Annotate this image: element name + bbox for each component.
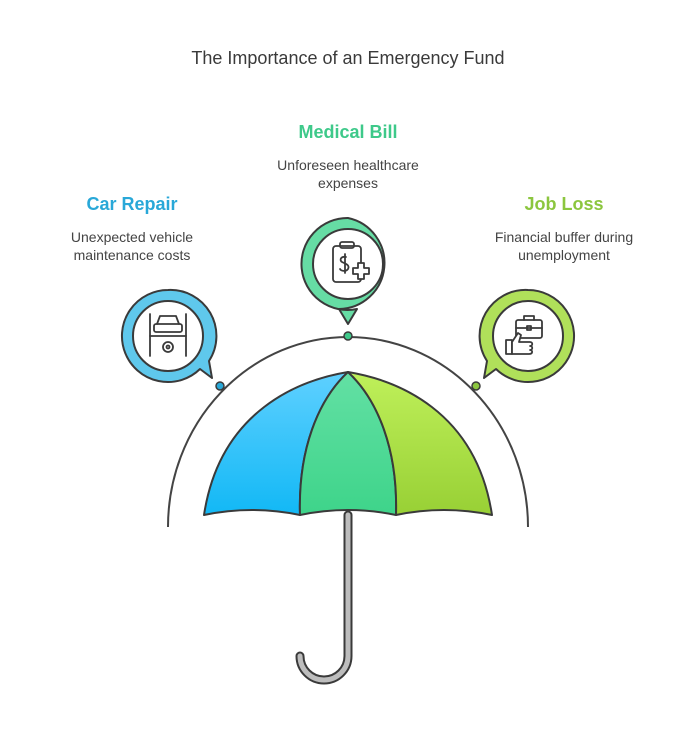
diagram-title: The Importance of an Emergency Fund [191, 48, 505, 68]
arc-dot-job [471, 381, 481, 391]
description-job-loss: Financial buffer during unemployment [494, 229, 634, 263]
clipboard-dollar-cross-icon [332, 241, 370, 283]
bubble-medical-bill [300, 216, 386, 325]
bubble-job-loss [478, 288, 576, 383]
arc-dot-medical [343, 331, 353, 341]
heading-job-loss: Job Loss [524, 194, 604, 214]
briefcase-thumbs-up-icon [505, 315, 543, 355]
description-car-repair: Unexpected vehicle maintenance costs [70, 229, 194, 263]
car-lift-gear-icon [149, 313, 187, 357]
heading-car-repair: Car Repair [86, 194, 178, 214]
heading-medical-bill: Medical Bill [298, 122, 398, 142]
description-medical-bill: Unforeseen healthcare expenses [277, 157, 419, 191]
bubble-car-repair [120, 288, 218, 383]
umbrella-handle [295, 510, 353, 685]
canopy-panel-lime [347, 371, 493, 516]
arc-dot-car [215, 381, 225, 391]
